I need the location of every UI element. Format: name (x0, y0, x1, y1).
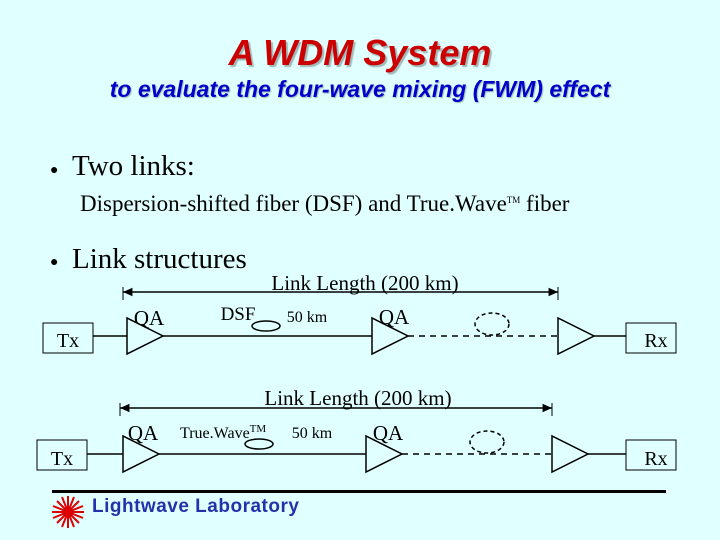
link-1-repeat-spool (474, 312, 510, 336)
link-2-tx-label: Tx (51, 448, 73, 470)
link-1-rx-label: Rx (644, 330, 667, 352)
link-2-tx-box (36, 439, 88, 471)
link-1-tx-label: Tx (57, 330, 79, 352)
link-2-fiber-name: True.Wave (180, 425, 250, 442)
link-2-length-label: Link Length (200 km) (264, 386, 451, 410)
link-1-fiber-label: DSF (221, 304, 256, 325)
link-1-amplifier-2 (371, 316, 410, 356)
link-2-amp-2-label: QA (373, 421, 404, 445)
link-2-amplifier-1 (122, 434, 161, 474)
link-1-tx-box (42, 322, 94, 354)
trademark-mark: TM (506, 195, 521, 205)
lab-logo-text: Lightwave Laboratory (92, 496, 300, 517)
fiber-types-text: Dispersion-shifted fiber (DSF) and True.… (80, 191, 507, 216)
link-1-fiber-spool (251, 320, 281, 332)
link-2-amplifier-2 (365, 434, 404, 474)
link-1-rx-box (625, 322, 677, 354)
fiber-types-text-end: fiber (520, 191, 570, 216)
link-2-amp-1-label: QA (128, 421, 159, 445)
bullet-two-links: Two links: (72, 150, 195, 182)
slide-title: A WDM System (228, 32, 492, 73)
link-2-fiber-tm: TM (250, 423, 267, 435)
link-2-span-label: 50 km (292, 425, 333, 442)
link-2-amplifier-3 (551, 434, 590, 474)
link-2-rx-box (625, 439, 677, 471)
link-1-length-label: Link Length (200 km) (271, 271, 458, 295)
link-2-fiber-spool (244, 438, 274, 450)
bullet-fiber-types: Dispersion-shifted fiber (DSF) and True.… (80, 191, 569, 217)
link-2-rx-label: Rx (644, 448, 667, 470)
footer-divider (52, 490, 666, 493)
laser-burst-icon (52, 496, 84, 528)
link-1: Link Length (200 km) Tx QA DSF 50 km QA … (42, 271, 677, 356)
slide-subtitle: to evaluate the four-wave mixing (FWM) e… (109, 76, 611, 102)
link-2: Link Length (200 km) Tx QA True.WaveTM 5… (36, 386, 677, 474)
link-1-amp-2-label: QA (379, 305, 410, 329)
link-2-fiber-label: True.WaveTM (180, 423, 266, 442)
link-1-amplifier-1 (126, 316, 165, 356)
link-1-amp-1-label: QA (134, 306, 165, 330)
bullet-dot-2: ● (50, 255, 59, 270)
bullet-dot-1: ● (50, 163, 59, 178)
link-2-repeat-spool (469, 430, 505, 454)
link-1-amplifier-3 (557, 316, 596, 356)
bullet-link-structures: Link structures (72, 243, 247, 275)
link-1-span-label: 50 km (287, 309, 328, 326)
